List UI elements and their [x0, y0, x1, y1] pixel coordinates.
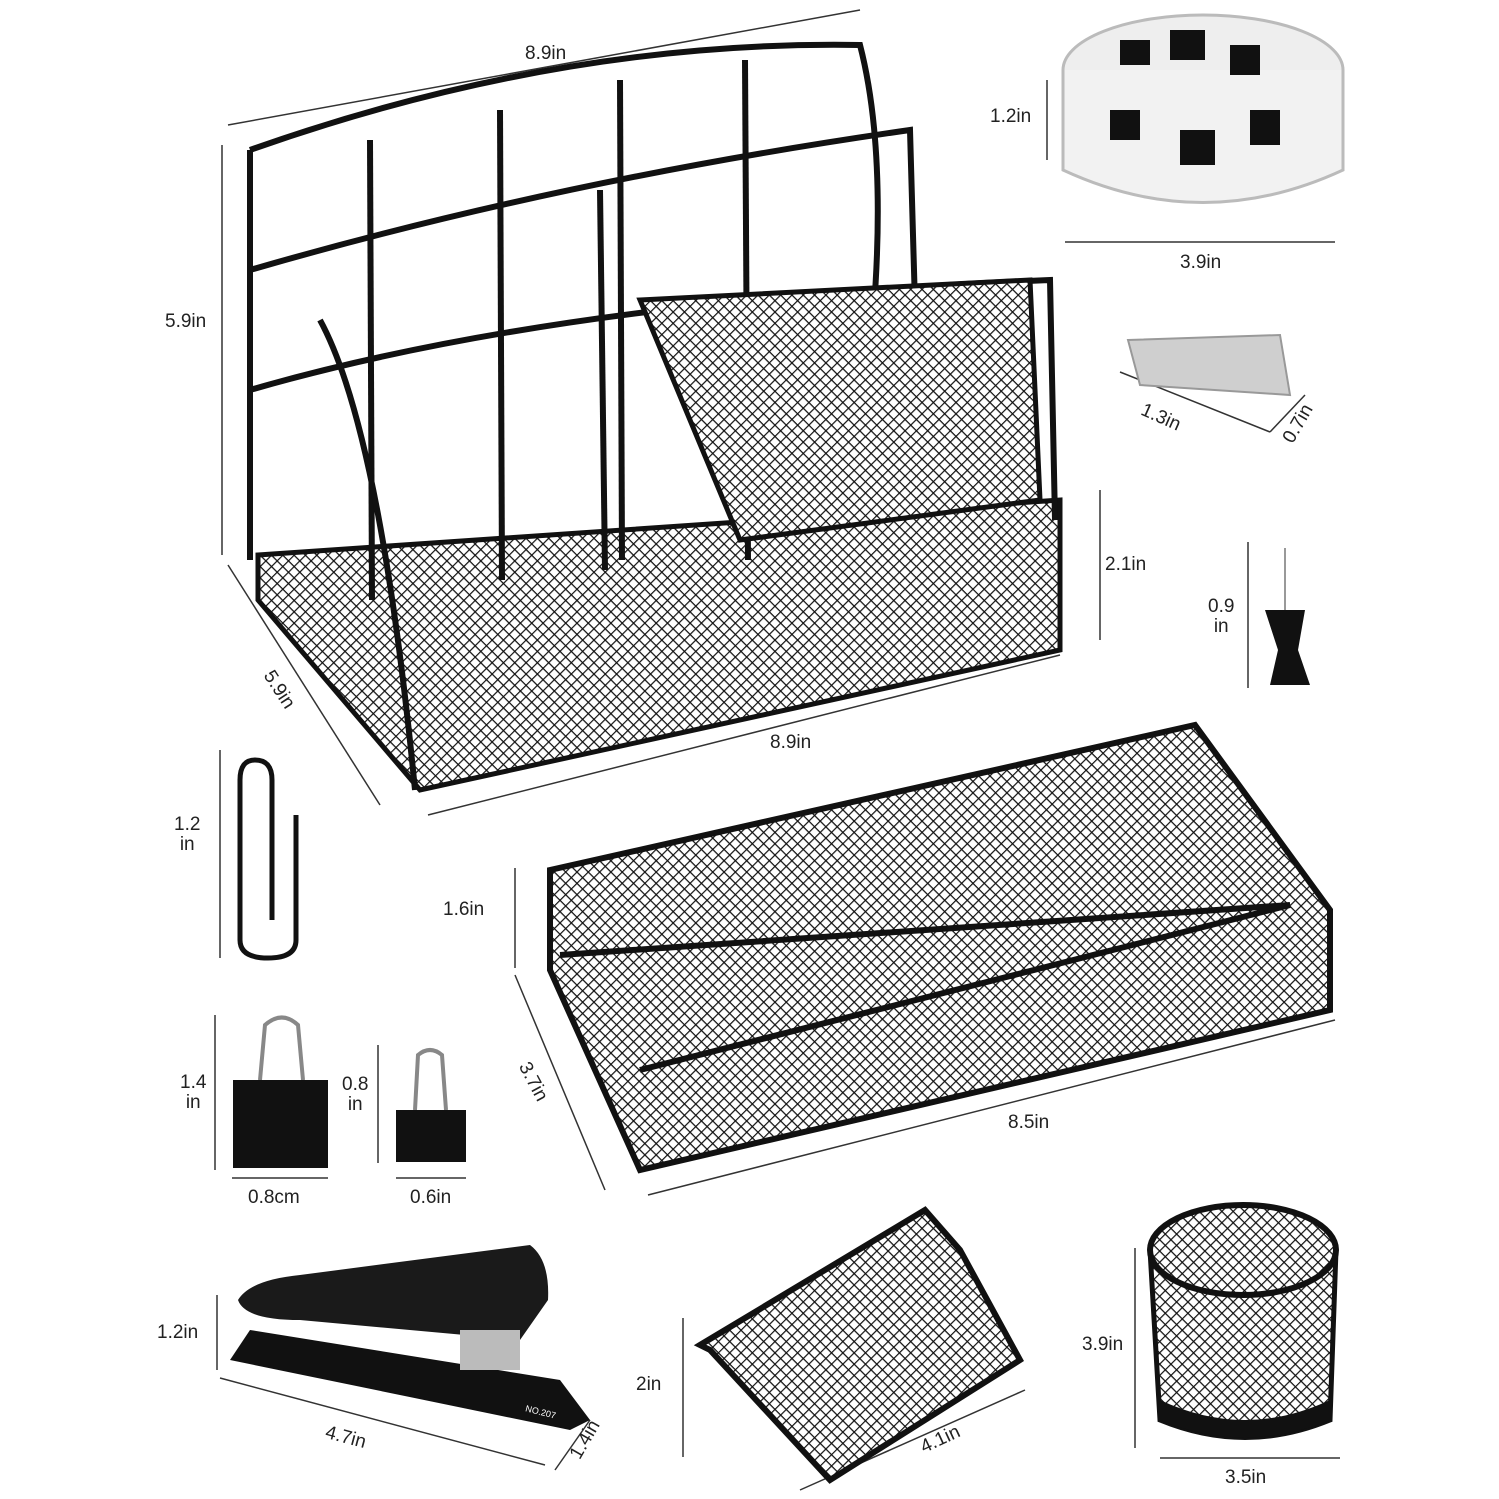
- push-pin-height-label: 0.9 in: [1208, 597, 1234, 637]
- pen-cup-height-label: 3.9in: [1082, 1334, 1124, 1355]
- mesh-tray-illustration: [547, 721, 1333, 1174]
- small-binder-clip-height-unit: in: [347, 1093, 363, 1115]
- card-holder-height-label: 2in: [636, 1374, 662, 1395]
- clip-box-illustration: [1061, 13, 1345, 204]
- large-binder-clip-height-value: 1.4: [180, 1072, 207, 1093]
- mesh-tray-width-label: 8.5in: [1008, 1112, 1050, 1133]
- clip-box-height-label: 1.2in: [990, 106, 1032, 127]
- large-binder-clip-width-label: 0.8cm: [248, 1187, 300, 1208]
- paper-clip-illustration: [237, 757, 299, 961]
- organizer-height-label: 5.9in: [165, 311, 207, 332]
- organizer-tray-height-label: 2.1in: [1105, 554, 1147, 575]
- paper-clip-height-unit: in: [179, 833, 195, 855]
- organizer-base-width-label: 8.9in: [770, 732, 812, 753]
- small-binder-clip-width-label: 0.6in: [410, 1187, 452, 1208]
- organizer-width-label: 8.9in: [525, 43, 567, 64]
- clip-box-width-label: 3.9in: [1180, 252, 1222, 273]
- stapler-illustration: [230, 1245, 590, 1430]
- desk-organizer-illustration: [247, 41, 1063, 793]
- push-pin-height-value: 0.9: [1208, 596, 1235, 617]
- card-holder-illustration: [693, 1206, 1024, 1484]
- large-binder-clip-height-label: 1.4 in: [180, 1073, 206, 1113]
- dimension-lines: [214, 9, 1340, 1491]
- paper-clip-height-label: 1.2 in: [174, 815, 200, 855]
- mesh-tray-height-label: 1.6in: [443, 899, 485, 920]
- small-binder-clip-height-value: 0.8: [342, 1074, 369, 1095]
- paper-clip-height-value: 1.2: [174, 814, 201, 835]
- binder-clips-illustration: [233, 1015, 466, 1168]
- small-binder-clip-height-label: 0.8 in: [342, 1075, 368, 1115]
- pen-cup-illustration: [1147, 1202, 1339, 1440]
- push-pin-illustration: [1265, 548, 1310, 685]
- stapler-height-label: 1.2in: [157, 1322, 199, 1343]
- staples-illustration: [1126, 333, 1292, 397]
- large-binder-clip-height-unit: in: [185, 1091, 201, 1113]
- pen-cup-diameter-label: 3.5in: [1225, 1467, 1267, 1488]
- push-pin-height-unit: in: [1213, 615, 1229, 637]
